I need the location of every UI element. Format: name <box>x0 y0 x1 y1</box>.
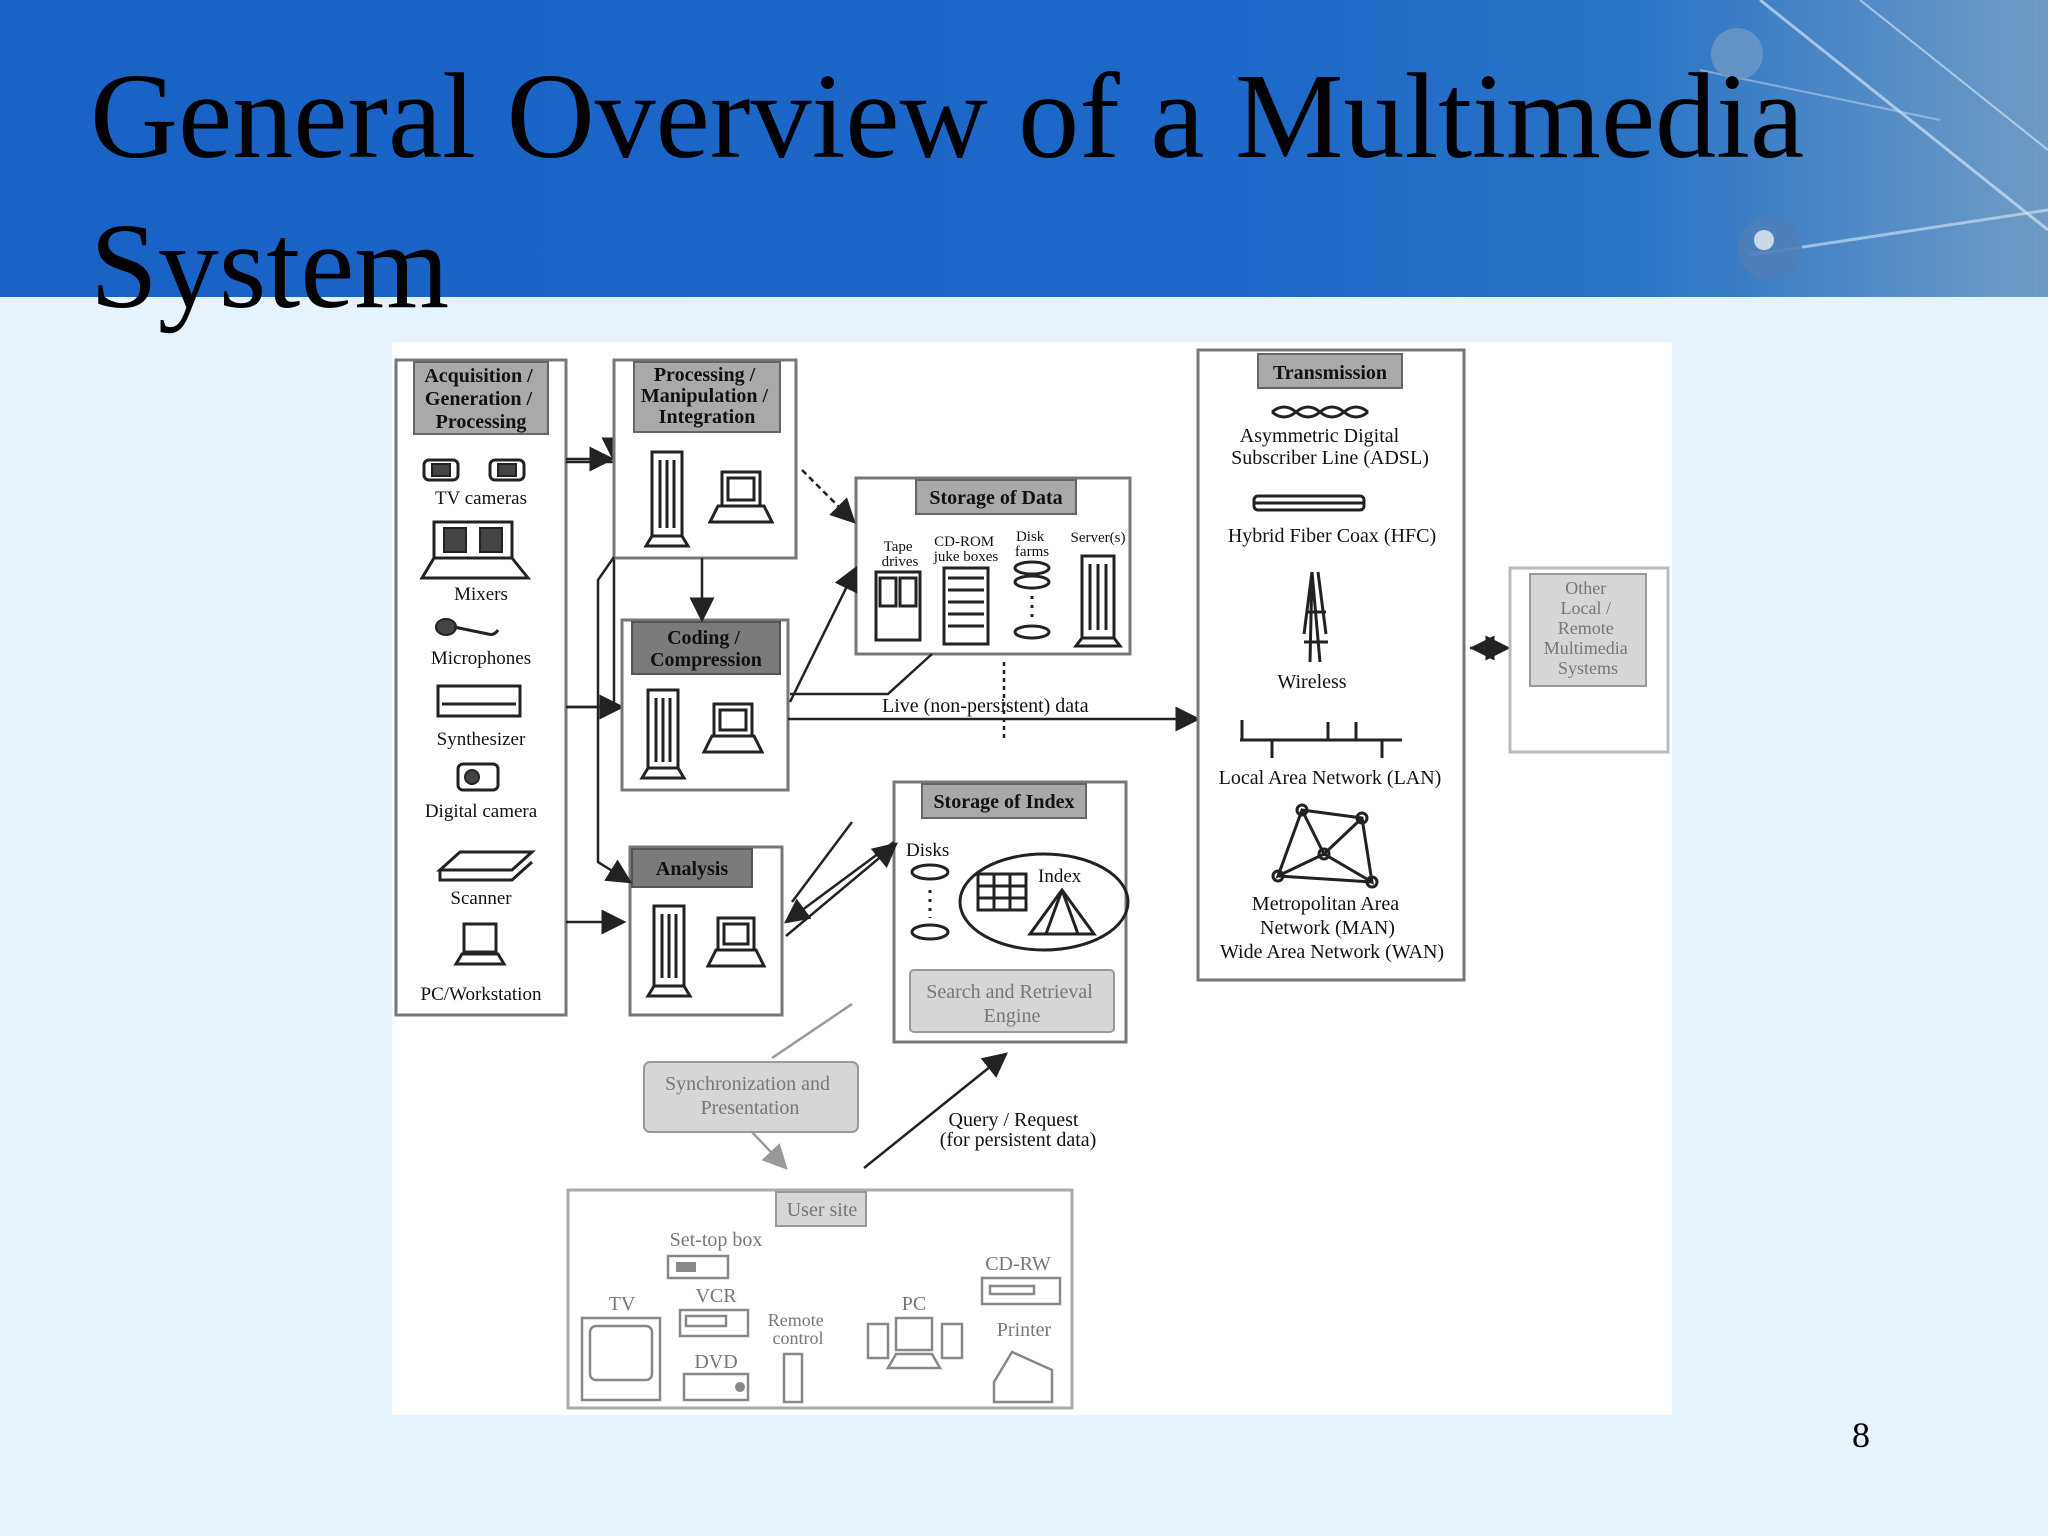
server-icon <box>639 688 687 780</box>
coax-cable-icon <box>1252 494 1366 512</box>
wireless-tower-icon <box>1302 571 1328 663</box>
svg-text:Storage of Index: Storage of Index <box>933 791 1074 813</box>
svg-text:Synchronization and Pres: Synchronization and Presentation <box>665 1073 835 1119</box>
other-systems-panel: Other Local / Remote Multimedia Systems <box>1508 566 1670 754</box>
svg-text:Metropolitan Area Networ: Metropolitan Area Network (MAN) Wide Are… <box>1220 893 1444 963</box>
svg-text:VCR: VCR <box>695 1285 737 1307</box>
svg-text:Coding / Compression: Coding / Compression <box>650 627 762 671</box>
server-icon <box>643 450 691 548</box>
jukebox-icon <box>942 566 990 646</box>
user-site-panel: User site Set-top box VCR DVD TV Remote … <box>566 1188 1074 1410</box>
transmission-panel: Transmission Asymmetric Digital Subscrib… <box>1196 348 1466 982</box>
disk-icon <box>910 863 950 941</box>
tv-icon <box>580 1316 662 1402</box>
acquisition-panel: Acquisition / Generation / Processing TV… <box>394 358 568 1017</box>
computer-icon <box>707 470 775 524</box>
banner-decoration <box>1699 0 2048 280</box>
svg-text:Processing / Manipulatio: Processing / Manipulation / Integration <box>641 364 773 428</box>
svg-text:DVD: DVD <box>694 1351 737 1373</box>
sync-presentation-panel: Synchronization and Presentation <box>643 1061 859 1133</box>
server-icon <box>1073 554 1123 648</box>
adsl-twisted-pair-icon <box>1271 405 1369 419</box>
page-number: 8 <box>1852 1415 1870 1455</box>
svg-text:CD-RW: CD-RW <box>985 1253 1051 1275</box>
network-mesh-icon <box>1271 803 1379 889</box>
scanner-icon <box>436 850 536 882</box>
storage-of-data-panel: Storage of Data Tape drives CD-ROM juke … <box>854 476 1132 656</box>
svg-text:Transmission: Transmission <box>1273 362 1387 384</box>
printer-icon <box>992 1350 1054 1404</box>
svg-text:Analysis: Analysis <box>656 858 728 880</box>
synthesizer-icon <box>436 684 522 718</box>
tv-cameras-label: TV cameras <box>435 488 527 509</box>
svg-text:Acquisition / Generation: Acquisition / Generation / Processing <box>424 365 537 433</box>
scanner-label: Scanner <box>450 888 512 909</box>
svg-text:Search and Retrieval Eng: Search and Retrieval Engine <box>926 981 1098 1027</box>
svg-text:Remote control: Remote control <box>768 1310 829 1348</box>
svg-text:TV: TV <box>609 1293 636 1315</box>
svg-text:Disks: Disks <box>906 840 949 861</box>
svg-text:Local Area Network (LAN): Local Area Network (LAN) <box>1219 767 1442 789</box>
digital-camera-label: Digital camera <box>425 801 538 822</box>
workstation-icon <box>453 922 507 966</box>
microphones-label: Microphones <box>431 648 531 669</box>
bead-icon <box>1711 28 1763 80</box>
live-data-label: Live (non-persistent) data <box>882 695 1089 717</box>
svg-text:Set-top box: Set-top box <box>670 1229 763 1251</box>
processing-panel: Processing / Manipulation / Integration <box>612 358 798 560</box>
svg-text:Printer: Printer <box>997 1319 1052 1341</box>
svg-text:PC: PC <box>902 1293 926 1315</box>
computer-icon <box>705 916 767 968</box>
dvd-icon <box>682 1372 750 1402</box>
tv-camera-icon <box>422 458 526 482</box>
cd-rw-icon <box>980 1276 1062 1306</box>
set-top-box-icon <box>666 1254 730 1280</box>
disk-farm-icon <box>1013 560 1051 640</box>
mixer-icon <box>419 520 532 580</box>
pc-icon <box>866 1316 964 1370</box>
workstation-label: PC/Workstation <box>421 984 542 1005</box>
lan-bus-icon <box>1240 720 1402 758</box>
svg-text:Index: Index <box>1038 866 1082 887</box>
server-icon <box>645 904 693 998</box>
svg-text:Query / Request (for persi: Query / Request (for persistent data) <box>940 1109 1097 1151</box>
computer-icon <box>701 702 765 754</box>
tape-drive-icon <box>874 570 922 642</box>
multimedia-system-diagram: Acquisition / Generation / Processing TV… <box>392 342 1672 1415</box>
synthesizer-label: Synthesizer <box>437 729 526 750</box>
svg-text:Storage of Data: Storage of Data <box>929 487 1062 509</box>
svg-text:User site: User site <box>787 1199 858 1221</box>
digital-camera-icon <box>456 762 500 792</box>
svg-text:Disk farms: Disk farms <box>1015 529 1049 560</box>
remote-control-icon <box>782 1352 804 1404</box>
vcr-icon <box>678 1308 750 1338</box>
svg-text:Asymmetric Digital Subsc: Asymmetric Digital Subscriber Line (ADSL… <box>1231 425 1429 469</box>
svg-text:Wireless: Wireless <box>1277 671 1346 693</box>
index-tree-icon <box>976 872 1097 936</box>
svg-text:Hybrid Fiber Coax (HFC): Hybrid Fiber Coax (HFC) <box>1228 525 1436 547</box>
analysis-panel: Analysis <box>628 845 784 1017</box>
svg-text:CD-ROM juke boxes: CD-ROM juke boxes <box>933 534 999 565</box>
svg-text:Other Local / Remo: Other Local / Remote Multimedia Systems <box>1544 578 1633 678</box>
microphone-icon <box>435 618 500 636</box>
coding-panel: Coding / Compression <box>620 618 790 792</box>
storage-of-index-panel: Storage of Index Disks Index Search and … <box>892 780 1130 1044</box>
slide-title: General Overview of a Multimedia System <box>90 49 1805 334</box>
title-banner <box>0 0 2048 297</box>
mixers-label: Mixers <box>454 584 508 605</box>
query-label: Query / Request <box>949 1109 1079 1131</box>
svg-text:Tape drives: Tape drives <box>882 539 919 570</box>
svg-text:Server(s): Server(s) <box>1071 530 1126 546</box>
